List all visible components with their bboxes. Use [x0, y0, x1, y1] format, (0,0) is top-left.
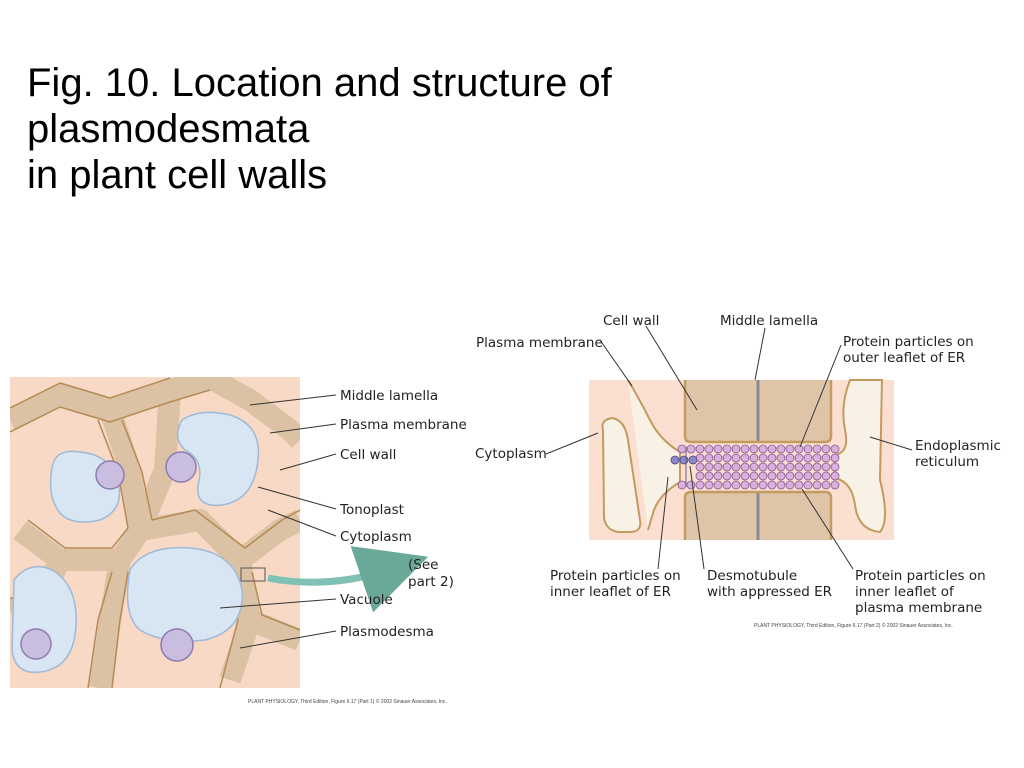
right-leader-lines [545, 325, 913, 570]
vacuole-cell-3 [126, 546, 243, 642]
label-cell-wall-right: Cell wall [603, 313, 659, 329]
plasma-membrane-upper [683, 380, 833, 444]
title-line-1: Fig. 10. Location and structure of [27, 61, 612, 105]
label-protein-inner-pm-line2: inner leaflet of [855, 584, 955, 600]
see-part-2-arrow [267, 546, 429, 613]
label-protein-inner-pm-line1: Protein particles on [855, 568, 986, 584]
label-plasma-membrane-right: Plasma membrane [476, 335, 603, 351]
title-line-3: in plant cell walls [27, 153, 328, 197]
label-er-line2: reticulum [915, 454, 979, 470]
label-protein-inner-pm-line3: plasma membrane [855, 600, 982, 616]
nucleus-3 [160, 628, 194, 662]
desmotubule-end [670, 455, 698, 465]
vacuole-cell-2 [176, 411, 260, 507]
plasma-membrane-lower [683, 490, 833, 540]
label-protein-inner-er-line2: inner leaflet of ER [550, 584, 671, 600]
label-tonoplast: Tonoplast [339, 502, 404, 518]
label-protein-inner-er-line1: Protein particles on [550, 568, 681, 584]
label-see-part2-line1: (See [408, 557, 438, 573]
credit-part-2: PLANT PHYSIOLOGY, Third Edition, Figure … [754, 622, 953, 629]
label-middle-lamella-left: Middle lamella [340, 388, 438, 404]
label-middle-lamella-right: Middle lamella [720, 313, 818, 329]
label-vacuole: Vacuole [340, 592, 393, 608]
label-protein-outer-line2: outer leaflet of ER [843, 350, 965, 366]
title-line-2: plasmodesmata [27, 107, 310, 151]
er-left [601, 416, 642, 533]
er-left-connection [627, 379, 681, 531]
plasmodesma-detail-diagram [589, 379, 894, 540]
slide-title: Fig. 10. Location and structure of plasm… [27, 60, 927, 198]
nucleus-2 [165, 451, 197, 483]
er-right [834, 379, 886, 534]
label-cell-wall-left: Cell wall [340, 447, 396, 463]
left-leader-lines [219, 394, 337, 649]
nucleus-1 [95, 460, 125, 490]
label-desmotubule-line1: Desmotubule [707, 568, 797, 584]
label-desmotubule-line2: with appressed ER [707, 584, 832, 600]
plasmodesma-highlight-box [240, 567, 266, 582]
label-cytoplasm-left: Cytoplasm [340, 529, 412, 545]
nucleus-4 [20, 628, 52, 660]
label-plasma-membrane-left: Plasma membrane [340, 417, 467, 433]
label-cytoplasm-right: Cytoplasm [475, 446, 547, 462]
protein-particles-outer-er [677, 444, 840, 490]
label-plasmodesma: Plasmodesma [340, 624, 434, 640]
label-see-part2-line2: part 2) [408, 574, 454, 590]
cell-wall-network [10, 377, 300, 688]
credit-part-1: PLANT PHYSIOLOGY, Third Edition, Figure … [248, 698, 447, 705]
cell-tissue-diagram [10, 377, 429, 688]
label-er-line1: Endoplasmic [915, 438, 1001, 454]
label-protein-outer-line1: Protein particles on [843, 334, 974, 350]
